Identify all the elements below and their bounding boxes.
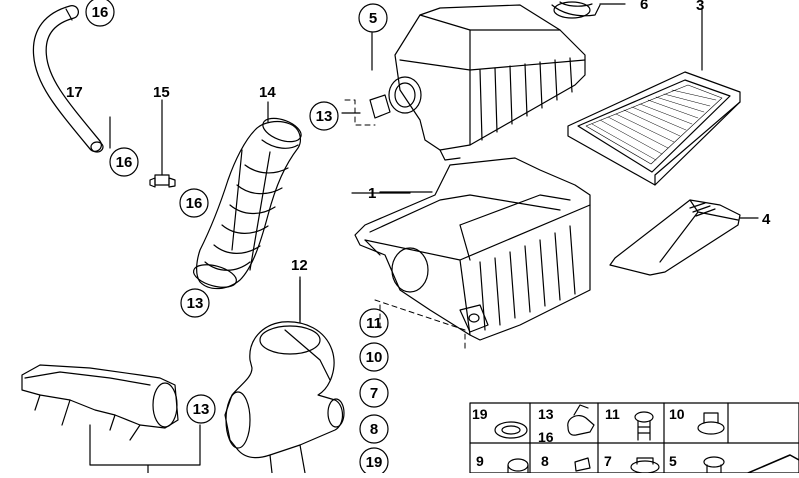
callout-label-16: 16: [186, 195, 203, 212]
duct-12-drawing: [224, 279, 345, 474]
table-label-11: 11: [605, 406, 620, 422]
callout-circle-7: [359, 378, 389, 408]
lower-housing-1-drawing: [354, 157, 591, 341]
table-label-19: 19: [472, 406, 488, 422]
label-part-12: 12: [291, 257, 308, 274]
label-part-6: 6: [640, 0, 648, 13]
callout-circle-16: [85, 0, 115, 27]
valve-15-drawing: [149, 99, 176, 188]
callout-circle-13: [180, 288, 210, 318]
hose-17-drawing: [32, 5, 104, 153]
cover-4-drawing: [609, 199, 759, 276]
callout-circle-16: [179, 188, 209, 218]
label-part-1: 1: [368, 185, 376, 202]
label-part-4: 4: [762, 211, 771, 228]
small-parts-table: [469, 402, 799, 474]
callout-circle-5: [358, 3, 388, 33]
callout-label-8: 8: [370, 421, 378, 438]
table-label-5: 5: [669, 453, 677, 469]
table-label-7: 7: [604, 453, 612, 469]
screw-10-icon: [697, 421, 725, 435]
callout-circle-11: [359, 308, 389, 338]
bellows-6-drawing: [551, 1, 626, 19]
table-label-13: 13: [538, 406, 554, 422]
filter-3-drawing: [567, 9, 741, 186]
callout-label-19: 19: [366, 454, 383, 471]
label-part-17: 17: [66, 84, 83, 101]
callout-label-10: 10: [366, 349, 383, 366]
table-label-16: 16: [538, 429, 554, 445]
left-duct-drawing: [21, 364, 201, 474]
bellows-14-drawing: [192, 117, 302, 290]
callout-label-13: 13: [316, 108, 333, 125]
nut-9-icon: [507, 458, 529, 472]
callout-label-5: 5: [369, 10, 377, 27]
label-part-14: 14: [259, 84, 276, 101]
upper-housing-5-drawing: [369, 4, 586, 161]
callout-label-13: 13: [187, 295, 204, 312]
callout-circle-13: [309, 101, 339, 131]
clamp-13-icon: [567, 415, 595, 436]
label-part-3: 3: [696, 0, 704, 14]
callout-circle-8: [359, 414, 389, 444]
label-part-15: 15: [153, 84, 170, 101]
clip-8-icon: [574, 457, 591, 472]
callout-circle-10: [359, 342, 389, 372]
ring-19-icon: [494, 421, 528, 439]
callout-label-16: 16: [116, 154, 133, 171]
callout-label-7: 7: [370, 385, 378, 402]
callout-circle-13: [186, 394, 216, 424]
bolt-11-icon: [634, 411, 654, 423]
callout-label-11: 11: [366, 315, 382, 332]
grommet-7-icon: [630, 460, 660, 474]
table-label-9: 9: [476, 453, 484, 469]
callout-label-13: 13: [193, 401, 210, 418]
screw-5-icon: [703, 456, 725, 468]
table-label-8: 8: [541, 453, 549, 469]
callout-circle-16: [109, 147, 139, 177]
callout-label-16: 16: [92, 4, 109, 21]
table-label-10: 10: [669, 406, 685, 422]
